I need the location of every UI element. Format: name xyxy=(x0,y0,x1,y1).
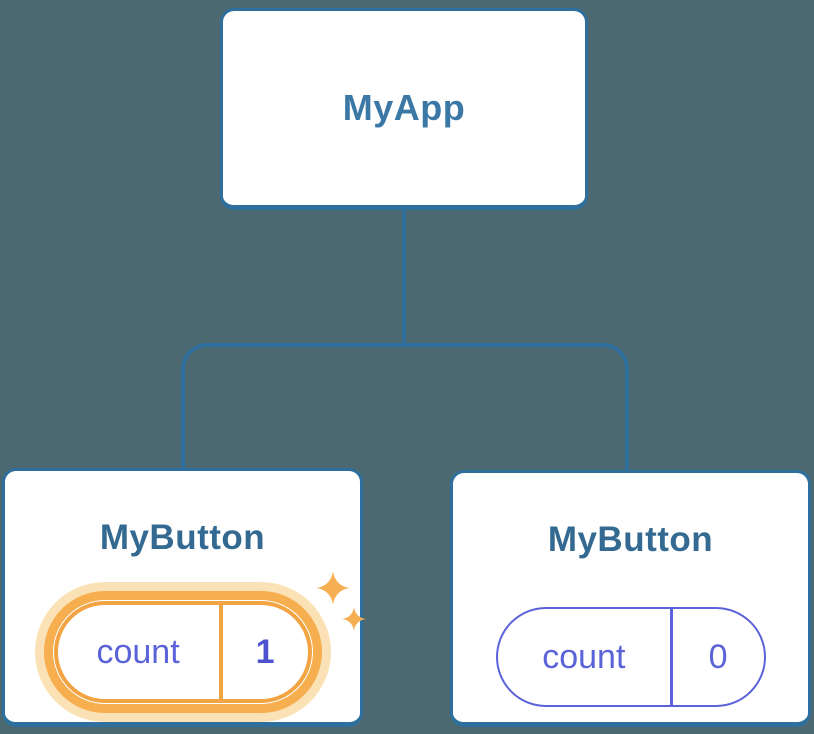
root-component-label: MyApp xyxy=(342,87,466,128)
state-key-label: count xyxy=(96,632,180,671)
tree-connector-stem xyxy=(402,208,406,347)
state-pill-divider xyxy=(218,605,223,699)
sparkles-icon xyxy=(315,571,366,631)
component-node-button-1: MyButton count 1 xyxy=(2,468,366,727)
component-node-root: MyApp xyxy=(220,8,588,210)
state-pill-wrapper: count 1 xyxy=(53,571,366,703)
component-node-button-2: MyButton count 0 xyxy=(450,470,811,727)
state-value: 1 xyxy=(255,632,275,671)
child-component-label: MyButton xyxy=(99,518,266,557)
state-key-label: count xyxy=(542,637,626,676)
tree-connector-branch xyxy=(181,343,629,473)
child-component-label: MyButton xyxy=(547,520,714,559)
state-pill: count 0 xyxy=(495,607,766,707)
state-pill-divider xyxy=(670,609,673,705)
state-value: 0 xyxy=(708,637,728,676)
state-pill-wrapper: count 0 xyxy=(495,589,766,707)
state-pill-highlighted: count 1 xyxy=(53,601,312,703)
